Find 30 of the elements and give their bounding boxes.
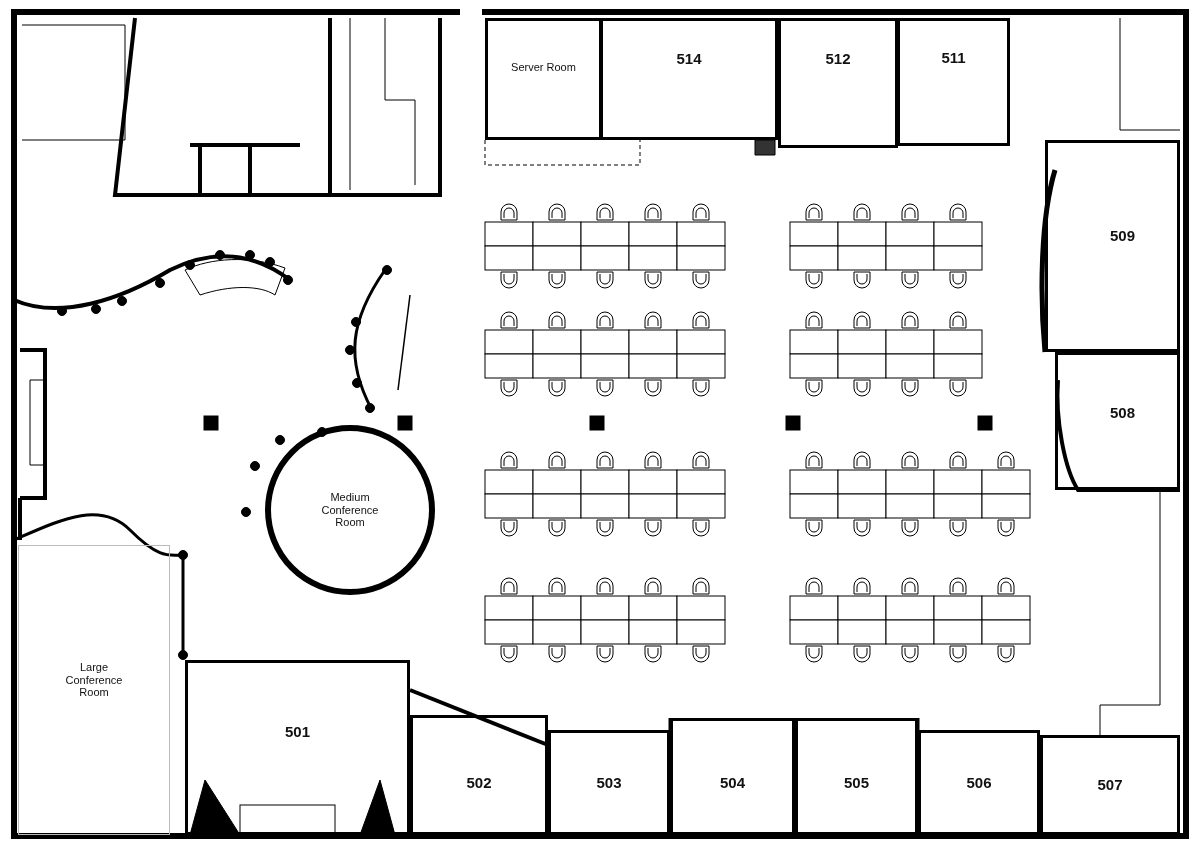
room-label: 502 (466, 774, 492, 792)
room-label: Medium Conference Room (320, 491, 380, 529)
room-label: 503 (596, 773, 622, 792)
room-label: Large Conference Room (64, 661, 124, 699)
room-label: 501 (285, 722, 310, 741)
room-label: 512 (825, 50, 851, 68)
room-outline (548, 730, 670, 835)
conference-room-circle (265, 425, 435, 595)
room-label: 514 (676, 50, 702, 68)
room-label: 508 (1110, 404, 1135, 422)
room-label: 504 (720, 773, 745, 792)
room-outline (1055, 352, 1180, 490)
room-outline (1045, 140, 1180, 352)
room-label: 506 (966, 773, 992, 792)
room-outline (670, 718, 795, 835)
room-label: 507 (1097, 776, 1123, 794)
room-outline (18, 545, 170, 835)
room-outline (485, 18, 602, 140)
room-label: 511 (941, 49, 966, 67)
room-outline (1040, 735, 1180, 835)
room-outline (897, 18, 1010, 146)
room-outline (918, 730, 1040, 835)
room-label: 509 (1110, 227, 1135, 245)
room-outline (185, 660, 410, 835)
room-label: 505 (844, 773, 869, 792)
room-outline (410, 715, 548, 835)
room-outline (600, 18, 778, 140)
room-outline (795, 718, 918, 835)
room-outline (778, 18, 898, 148)
room-label: Server Room (511, 60, 576, 74)
